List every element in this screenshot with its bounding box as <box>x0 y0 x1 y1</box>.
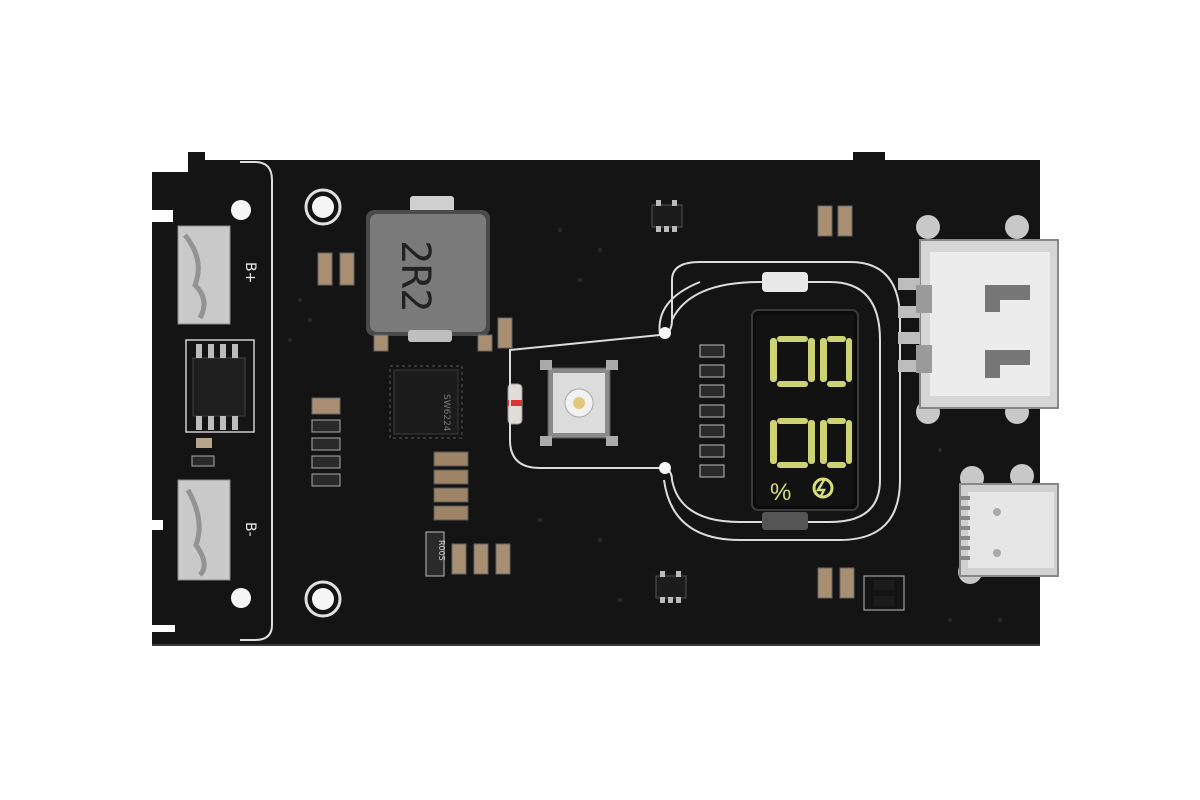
display-digit-1 <box>770 336 852 387</box>
charging-icon <box>812 477 834 499</box>
display-digit-2 <box>770 418 852 468</box>
push-button <box>540 360 618 446</box>
chip-marking: SW6224 <box>441 394 451 432</box>
led-display: 88 % <box>751 272 859 530</box>
usb-a-port <box>898 215 1059 424</box>
battery-pad-negative <box>177 479 231 581</box>
sense-resistor-marking: R005 <box>437 540 446 561</box>
silk-b-plus: B+ <box>242 262 258 283</box>
battery-pad-positive <box>177 225 231 325</box>
usb-c-port <box>958 464 1059 584</box>
silk-b-minus: B- <box>242 522 258 537</box>
mounting-holes <box>231 188 342 618</box>
inductor-marking: 2R2 <box>392 240 438 312</box>
power-inductor: 2R2 <box>366 196 490 342</box>
protection-ic <box>185 339 255 433</box>
controller-chip: SW6224 <box>389 365 463 439</box>
display-percent: % <box>770 479 791 506</box>
sense-resistor: R005 <box>425 531 446 577</box>
